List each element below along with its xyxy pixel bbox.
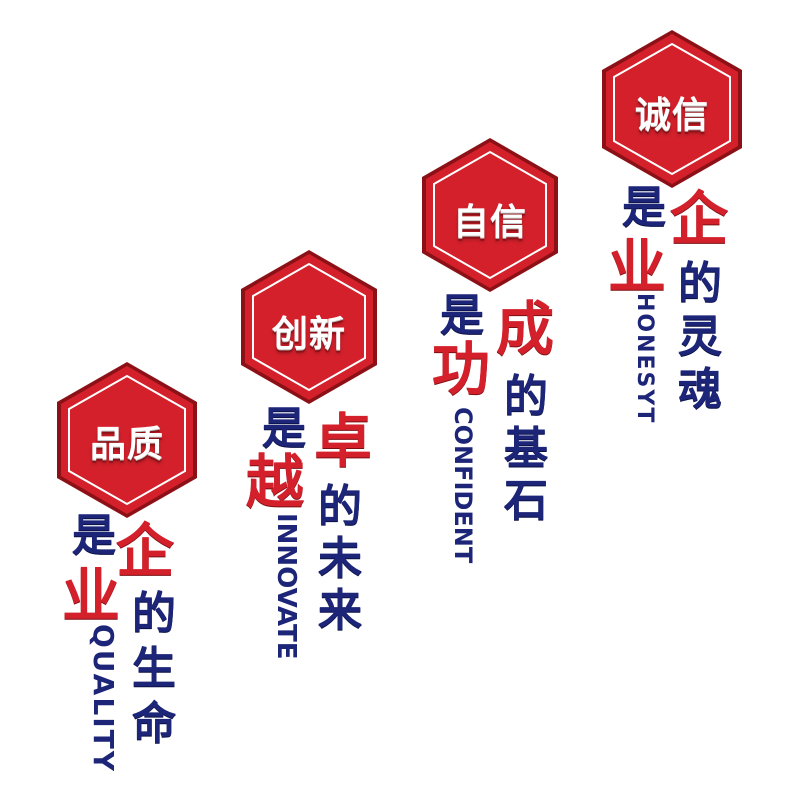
column-character: 的 xyxy=(504,371,548,422)
column-character: 生 xyxy=(132,643,176,694)
column-character: 石 xyxy=(504,475,548,526)
shi-character: 是 xyxy=(72,510,116,561)
calligraphy-character: 卓 xyxy=(314,407,373,475)
column-character: 灵 xyxy=(678,311,722,362)
english-word: HONESYT xyxy=(632,293,657,425)
calligraphy-character: 企 xyxy=(116,517,175,585)
column-character: 的 xyxy=(318,481,362,532)
column-character: 命 xyxy=(132,698,176,749)
column-character: 未 xyxy=(318,533,362,584)
column-character: 的 xyxy=(132,588,176,639)
calligraphy-character: 业 xyxy=(62,562,121,630)
panel-title: 自信 xyxy=(452,202,527,243)
calligraphy-character: 业 xyxy=(608,233,667,301)
column-character: 基 xyxy=(504,423,548,474)
shi-character: 是 xyxy=(440,290,484,341)
column-character: 魂 xyxy=(678,364,722,415)
calligraphy-character: 成 xyxy=(496,295,555,363)
column-character: 的 xyxy=(678,258,722,309)
calligraphy-character: 功 xyxy=(432,335,491,403)
panel-title: 诚信 xyxy=(634,95,709,136)
shi-character: 是 xyxy=(262,403,306,454)
calligraphy-character: 越 xyxy=(246,448,305,516)
panel-title: 创新 xyxy=(271,314,346,355)
panel-title: 品质 xyxy=(89,424,164,465)
calligraphy-character: 企 xyxy=(670,185,729,253)
column-character: 来 xyxy=(318,585,362,636)
shi-character: 是 xyxy=(622,182,666,233)
